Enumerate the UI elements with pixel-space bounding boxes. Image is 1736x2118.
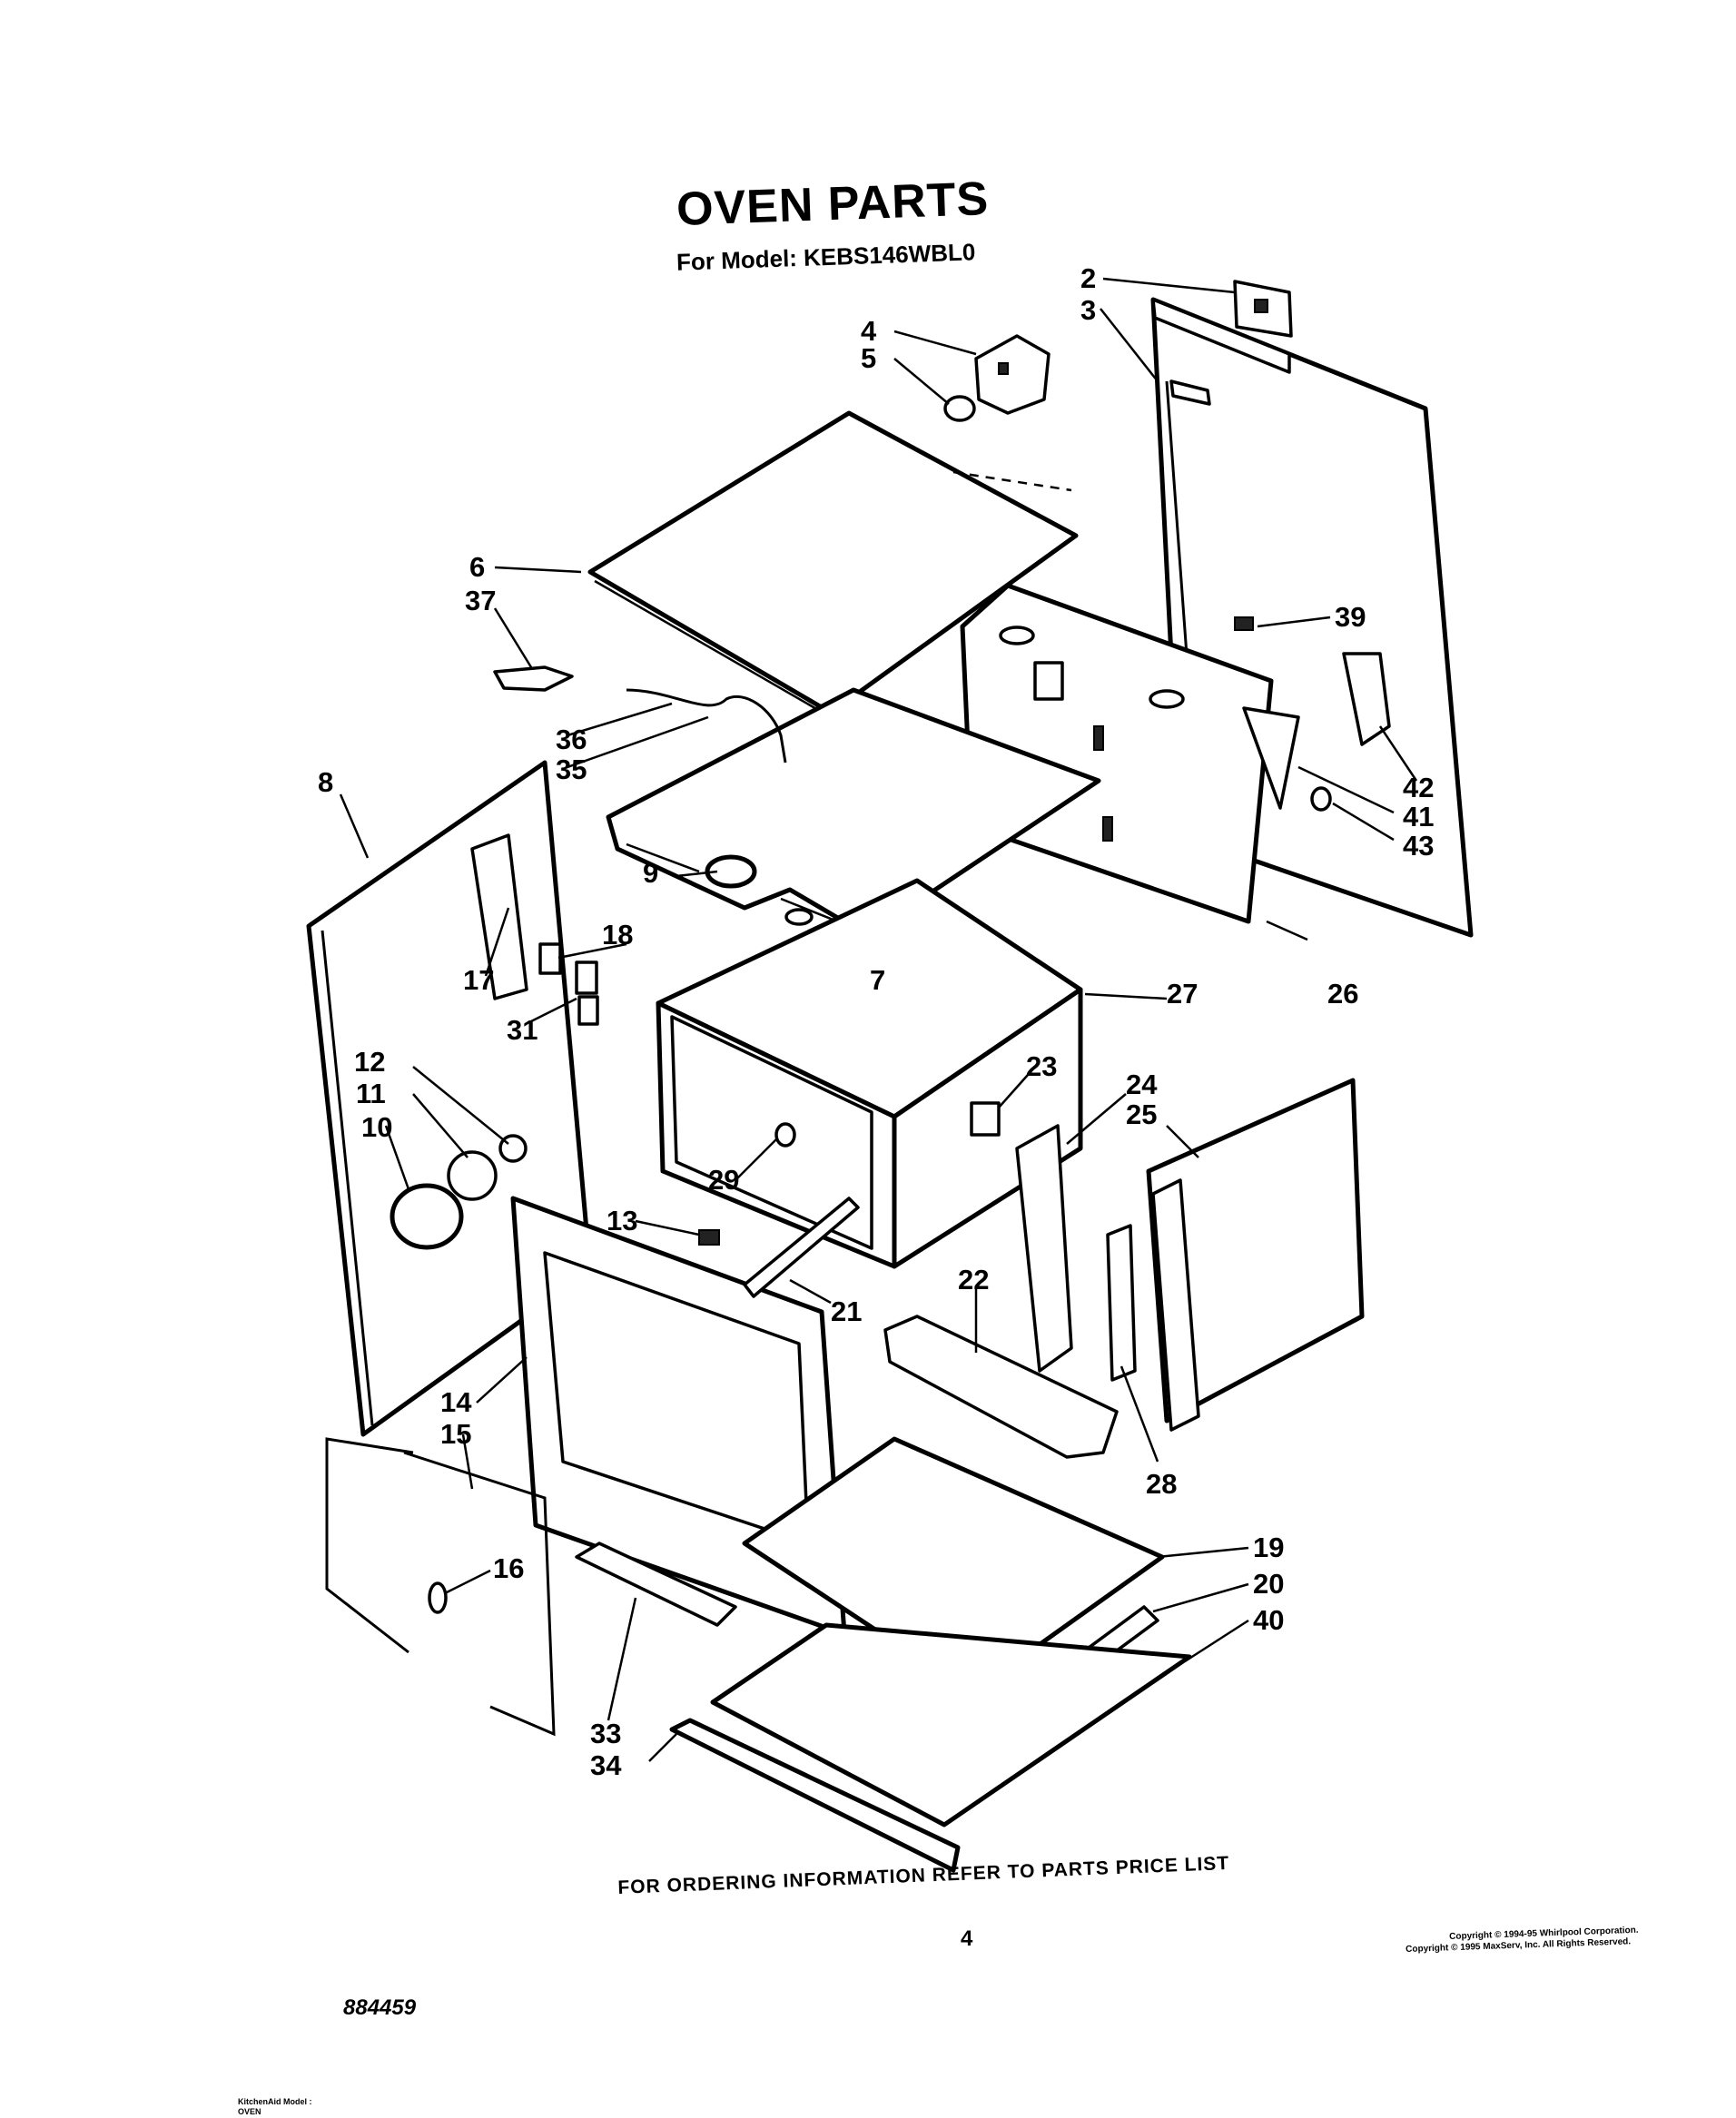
- callout-label: 17: [463, 964, 494, 996]
- part-11-lens: [447, 1150, 498, 1201]
- callout-label: 42: [1403, 772, 1434, 803]
- callout-label: 29: [708, 1164, 739, 1196]
- part-41-plate: [1242, 706, 1300, 810]
- part-37-bracket: [493, 665, 574, 692]
- part-22-bracket: [883, 1315, 1119, 1459]
- drawing-number: 884459: [343, 1995, 417, 2020]
- part-17-bracket: [470, 833, 528, 1000]
- part-13-clip: [698, 1229, 720, 1246]
- part-28-hinge: [1106, 1224, 1137, 1382]
- callout-label: 10: [361, 1111, 392, 1143]
- callout-label: 35: [556, 754, 587, 785]
- part-18-switch: [538, 942, 562, 975]
- part-36-tube: [626, 688, 787, 763]
- footer-section-line: OVEN: [238, 2107, 261, 2116]
- callout-label: 8: [318, 766, 333, 798]
- part-34-vent-grille: [669, 1718, 961, 1873]
- part-24-panel: [1015, 1124, 1073, 1373]
- part-4-bracket: [974, 334, 1050, 415]
- callout-label: 24: [1126, 1069, 1158, 1100]
- page-number: 4: [961, 1926, 973, 1951]
- callout-label: 36: [556, 724, 587, 755]
- callout-label: 33: [590, 1718, 621, 1749]
- part-6-top-panel: [587, 410, 1079, 719]
- callout-label: 41: [1403, 801, 1434, 832]
- callout-labels: 2 3 4 5 6 37 39 36 35 42 41 43 8 9 18 17…: [318, 262, 1434, 1781]
- part-2-bracket: [1233, 280, 1293, 338]
- callout-label: 2: [1080, 262, 1096, 294]
- part-40-bottom-tray: [710, 1622, 1192, 1827]
- callout-label: 16: [493, 1552, 524, 1584]
- part-33-bracket: [575, 1542, 737, 1627]
- callout-label: 14: [440, 1386, 472, 1418]
- callout-label: 9: [643, 857, 658, 889]
- part-10-ring: [390, 1183, 464, 1250]
- callout-label: 40: [1253, 1604, 1284, 1636]
- leader-lines: [339, 277, 1418, 1762]
- part-14-front-frame: [510, 1196, 847, 1637]
- part-15-gasket: [325, 1437, 556, 1737]
- callout-label: 15: [440, 1418, 471, 1450]
- part-25-door: [1146, 1078, 1365, 1432]
- callout-label: 28: [1146, 1468, 1177, 1500]
- part-21-bar: [743, 1197, 860, 1298]
- callout-label: 22: [958, 1264, 989, 1295]
- callout-label: 6: [469, 551, 485, 583]
- part-42-block: [1342, 652, 1391, 746]
- part-27-oven-cavity: [656, 878, 1083, 1269]
- callout-label: 26: [1327, 978, 1358, 1010]
- callout-label: 20: [1253, 1568, 1284, 1600]
- part-29-plug: [774, 1122, 796, 1148]
- callout-label: 19: [1253, 1532, 1284, 1563]
- callout-label: 3: [1080, 294, 1096, 326]
- callout-label: 5: [861, 342, 876, 374]
- part-31-switch: [577, 995, 599, 1026]
- part-16-clip: [428, 1581, 448, 1614]
- part-43-grommet: [1310, 786, 1332, 812]
- callout-label: 12: [354, 1046, 385, 1078]
- callout-label: 21: [831, 1295, 862, 1327]
- callout-label: 11: [356, 1078, 386, 1109]
- callout-label: 13: [607, 1205, 637, 1236]
- part-39-clip: [1234, 616, 1254, 631]
- callout-label: 39: [1335, 601, 1366, 633]
- callout-label: 31: [507, 1014, 538, 1046]
- callout-label: 43: [1403, 830, 1434, 862]
- part-23-cover: [970, 1101, 1001, 1137]
- callout-label: 23: [1026, 1050, 1057, 1082]
- part-5-knob: [943, 395, 976, 422]
- callout-label: 25: [1126, 1098, 1157, 1130]
- callout-label: 34: [590, 1749, 622, 1781]
- callout-label: 18: [602, 919, 633, 951]
- callout-label: 37: [465, 585, 496, 616]
- callout-label: 7: [870, 964, 885, 996]
- callout-label: 4: [861, 315, 877, 347]
- callout-label: 27: [1167, 978, 1198, 1010]
- footer-model-line: KitchenAid Model :: [238, 2097, 312, 2106]
